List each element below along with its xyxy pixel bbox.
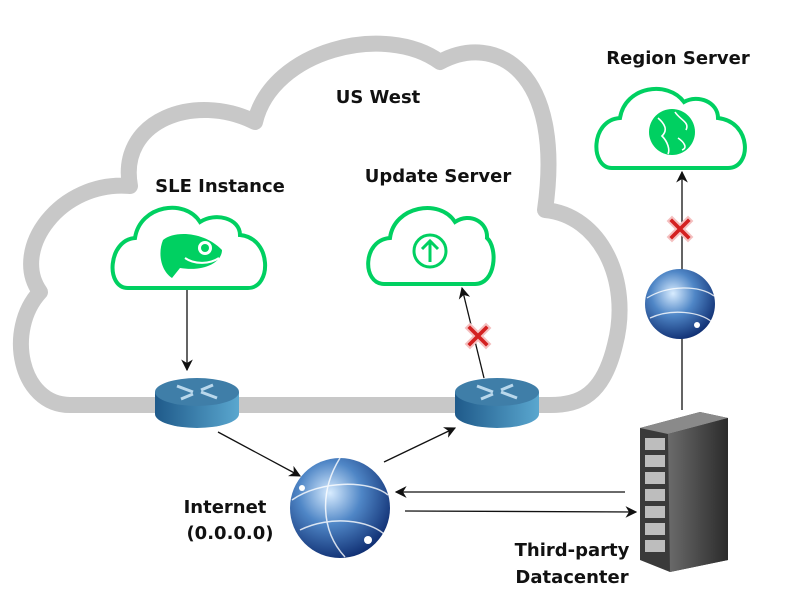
- sle-instance-node[interactable]: [110, 205, 268, 290]
- region-server-node[interactable]: [594, 87, 747, 170]
- globe-icon: [649, 109, 695, 155]
- region-server-label: Region Server: [606, 48, 750, 69]
- region-label: US West: [336, 87, 421, 108]
- internet-label: Internet: [184, 497, 267, 518]
- internet-globe-icon[interactable]: [645, 269, 715, 339]
- router-icon[interactable]: [155, 378, 239, 428]
- edge-internet-to-datacenter: [404, 506, 638, 518]
- blocked-x-icon: [666, 215, 694, 243]
- edge-internet-to-router: [383, 427, 457, 463]
- us-west-cloud: [12, 35, 628, 413]
- blocked-x-icon: [464, 322, 492, 350]
- update-server-node[interactable]: [366, 206, 496, 286]
- suse-chameleon-icon: [160, 234, 222, 278]
- edge-router-to-internet: [217, 431, 302, 477]
- upload-arrow-icon: [412, 233, 448, 269]
- server-rack-icon[interactable]: [640, 412, 728, 572]
- datacenter-label-line1: Third-party: [515, 540, 630, 561]
- update-server-label: Update Server: [365, 166, 512, 187]
- sle-instance-label: SLE Instance: [155, 176, 285, 197]
- datacenter-label-line2: Datacenter: [515, 567, 628, 588]
- internet-globe-icon[interactable]: [290, 457, 390, 558]
- internet-ip-label: (0.0.0.0): [186, 523, 273, 544]
- router-icon[interactable]: [455, 378, 539, 428]
